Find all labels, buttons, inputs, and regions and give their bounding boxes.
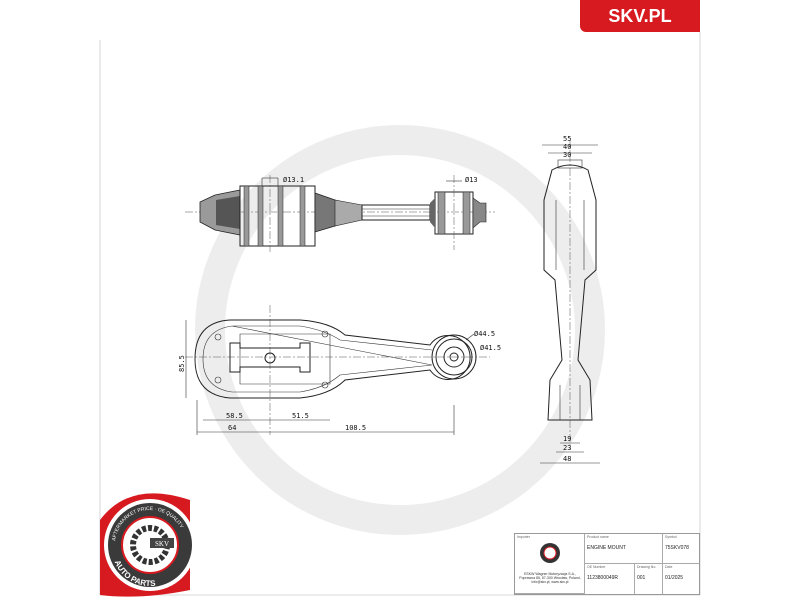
end-view: 55 40 30 19 23 48 (540, 135, 600, 464)
drawing-no: 001 (637, 575, 646, 581)
top-view: 85.5 58.5 51.5 64 108.5 Ø44.5 Ø41.5 (178, 305, 501, 435)
date-cell: Date 01/2025 (663, 564, 699, 594)
product-name-cell: Product name ENGINE MOUNT (585, 534, 663, 564)
oe-number-cell: OE Number 1123800049R (585, 564, 635, 594)
oe-number: 1123800049R (587, 575, 619, 581)
brand-logo-tab: SKV.PL (580, 0, 700, 32)
date-label: Date (665, 565, 673, 569)
dim-label: 48 (563, 455, 571, 463)
watermark (195, 125, 605, 535)
dim-label: Ø44.5 (474, 330, 495, 338)
dim-label: 19 (563, 435, 571, 443)
dim-label: Ø13 (465, 176, 478, 184)
dim-label: 51.5 (292, 412, 309, 420)
oe-label: OE Number (587, 565, 606, 569)
dim-label: Ø41.5 (480, 344, 501, 352)
dim-label: Ø13.1 (283, 176, 304, 184)
importer-logo-icon (540, 543, 560, 563)
dim-label: 40 (563, 143, 571, 151)
dim-label: 64 (228, 424, 236, 432)
symbol-label: Symbol (665, 535, 677, 539)
drawing-no-cell: Drawing No. 001 (635, 564, 663, 594)
importer-cell: Importer ESKW Wagner Motoryzacja S.A., P… (515, 534, 585, 594)
dim-label: 58.5 (226, 412, 243, 420)
importer-address: ESKW Wagner Motoryzacja S.A., Poprawna 8… (519, 572, 581, 584)
product-name-label: Product name (587, 535, 609, 539)
drawing-no-label: Drawing No. (637, 565, 657, 569)
dim-label: 85.5 (178, 355, 186, 372)
skv-auto-parts-logo: SKV AFTERMARKET PRICE · OE QUALITY AUTO … (100, 493, 196, 597)
side-view: Ø13.1 Ø13 (185, 175, 495, 252)
dim-label: 30 (563, 151, 571, 159)
title-block: Importer ESKW Wagner Motoryzacja S.A., P… (514, 533, 700, 595)
dim-label: 55 (563, 135, 571, 143)
dim-label: 23 (563, 444, 571, 452)
importer-label: Importer (517, 535, 531, 539)
symbol-cell: Symbol 75SKV078 (663, 534, 699, 564)
logo-badge: SKV (155, 540, 169, 548)
product-name: ENGINE MOUNT (587, 545, 626, 551)
date: 01/2025 (665, 575, 684, 581)
dim-label: 108.5 (345, 424, 366, 432)
symbol: 75SKV078 (665, 545, 689, 551)
